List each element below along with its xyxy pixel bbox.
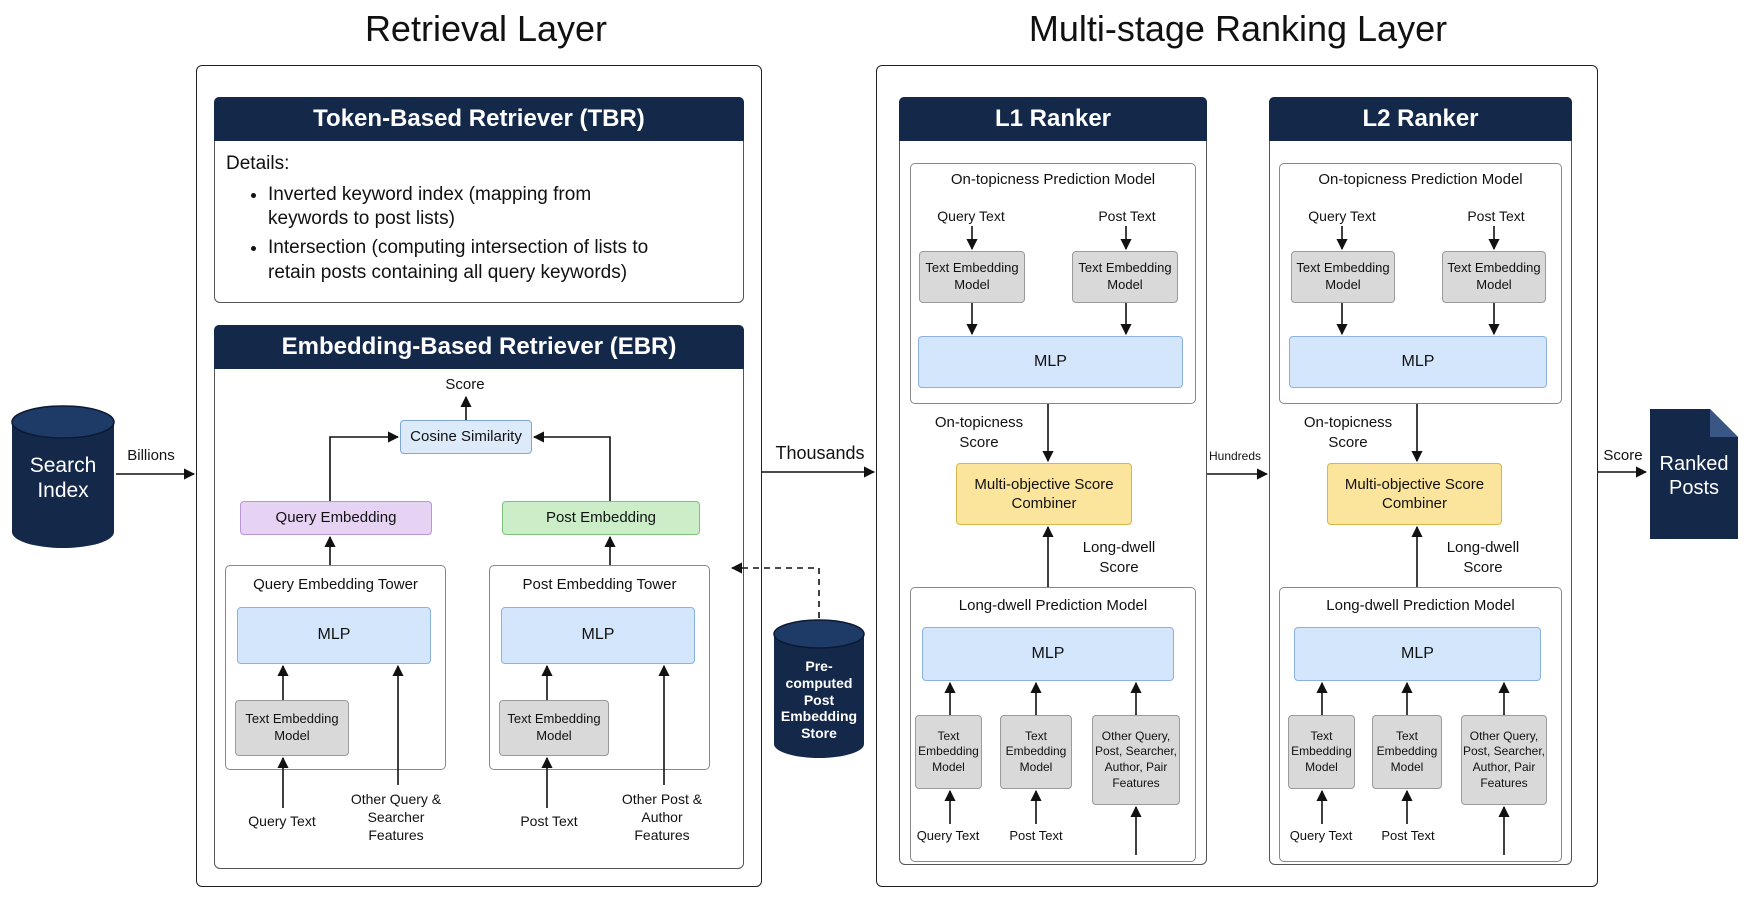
search-index-label: Search Index [29,453,97,502]
tbr-details-label: Details: [226,153,290,174]
l1-longdwell-post-text-model: Text Embedding Model [1000,715,1072,789]
l1-longdwell-query-text: Query Text [916,828,980,843]
flow-thousands-label: Thousands [775,443,865,463]
l1-ontopic-score-label: On-topicness Score [934,414,1024,451]
l2-ontopic-query-text-model: Text Embedding Model [1291,251,1395,303]
l2-score-combiner: Multi-objective Score Combiner [1327,463,1502,525]
l1-longdwell-other-features: Other Query, Post, Searcher, Author, Pai… [1092,715,1180,805]
query-tower-input-query-text: Query Text [248,813,316,829]
l1-ontopic-post-text: Post Text [1098,208,1156,224]
l1-longdwell-post-text: Post Text [1009,828,1063,843]
l1-longdwell-score-label: Long-dwell Score [1082,539,1156,576]
l2-longdwell-query-text: Query Text [1289,828,1353,843]
ranked-posts-document [1650,409,1738,539]
l2-longdwell-score-label: Long-dwell Score [1446,539,1520,576]
l2-ontopic-query-text: Query Text [1308,208,1376,224]
l2-longdwell-model-title: Long-dwell Prediction Model [1326,597,1515,614]
post-tower-mlp: MLP [501,607,695,664]
l2-ranker-header: L2 Ranker [1269,97,1572,141]
l1-score-combiner: Multi-objective Score Combiner [956,463,1132,525]
tbr-header: Token-Based Retriever (TBR) [214,97,744,141]
l2-longdwell-post-text-model: Text Embedding Model [1372,715,1442,789]
query-embedding-node: Query Embedding [240,501,432,535]
l2-ontopic-mlp: MLP [1289,336,1547,388]
query-tower-mlp: MLP [237,607,431,664]
post-tower-text-embedding-model: Text Embedding Model [499,700,609,756]
post-embedding-node: Post Embedding [502,501,700,535]
arrow-post-emb-to-cosine [532,431,611,501]
precomputed-store-cylinder [773,619,865,758]
l1-longdwell-query-text-model: Text Embedding Model [915,715,982,789]
l2-ontopic-post-text: Post Text [1467,208,1525,224]
l1-ontopic-query-text: Query Text [937,208,1005,224]
flow-hundreds-label: Hundreds [1208,449,1262,463]
arrow-store-to-ebr [730,562,820,618]
arrow-query-emb-to-cosine [329,431,400,501]
l1-longdwell-model-title: Long-dwell Prediction Model [958,597,1148,614]
tbr-bullet-intersection: Intersection (computing intersection of … [268,236,688,285]
l2-ontopic-model-title: On-topicness Prediction Model [1318,171,1523,188]
ranking-layer-title: Multi-stage Ranking Layer [1028,8,1448,49]
l2-ontopic-score-label: On-topicness Score [1303,414,1393,451]
cosine-similarity-node: Cosine Similarity [400,420,532,454]
flow-billions-label: Billions [127,447,175,464]
l1-ontopic-mlp: MLP [918,336,1183,388]
l2-longdwell-query-text-model: Text Embedding Model [1288,715,1355,789]
l2-longdwell-mlp: MLP [1294,627,1541,681]
query-tower-text-embedding-model: Text Embedding Model [235,700,349,756]
query-tower-title: Query Embedding Tower [253,576,418,593]
post-tower-input-post-text: Post Text [520,813,578,829]
retrieval-layer-title: Retrieval Layer [364,8,608,49]
l1-ontopic-query-text-model: Text Embedding Model [919,251,1025,303]
tbr-details: Details: Inverted keyword index (mapping… [226,152,736,289]
l2-longdwell-post-text: Post Text [1381,828,1435,843]
post-tower-title: Post Embedding Tower [522,576,677,593]
query-tower-input-other-features: Other Query & Searcher Features [350,791,442,844]
precomputed-store-label: Pre-computed Post Embedding Store [780,658,858,742]
l1-ontopic-model-title: On-topicness Prediction Model [950,171,1156,188]
post-tower-input-other-features: Other Post & Author Features [621,791,703,844]
ebr-score-label: Score [445,376,485,393]
l1-ontopic-post-text-model: Text Embedding Model [1072,251,1178,303]
flow-score-label: Score [1603,447,1643,464]
tbr-bullet-inverted-index: Inverted keyword index (mapping from key… [268,183,648,232]
l1-ranker-header: L1 Ranker [899,97,1207,141]
ebr-header: Embedding-Based Retriever (EBR) [214,325,744,369]
search-index-cylinder [11,405,115,548]
l1-longdwell-mlp: MLP [922,627,1174,681]
l2-ontopic-post-text-model: Text Embedding Model [1442,251,1546,303]
ranked-posts-label: Ranked Posts [1659,453,1729,499]
l2-longdwell-other-features: Other Query, Post, Searcher, Author, Pai… [1461,715,1547,805]
